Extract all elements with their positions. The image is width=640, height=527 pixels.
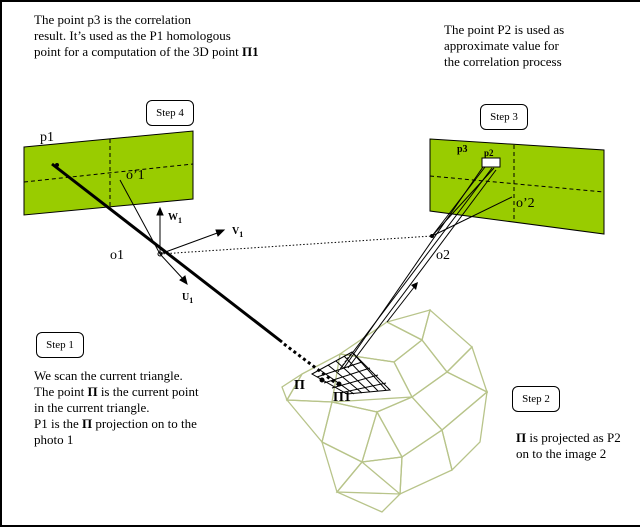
label-pi: Π bbox=[294, 378, 305, 393]
note-line: is projected as P2 bbox=[526, 430, 621, 445]
image-plane-2-hline bbox=[429, 175, 605, 193]
note-top-right-line: approximate value for bbox=[444, 38, 559, 53]
note-bold: Π bbox=[87, 384, 98, 399]
correlation-window bbox=[481, 157, 501, 168]
label-o-prime-1: o’1 bbox=[126, 168, 145, 183]
point-pi-dot bbox=[319, 377, 325, 383]
current-triangle-hatch bbox=[316, 351, 387, 395]
label-w1: W1 bbox=[168, 212, 182, 225]
note-top-right-line: the correlation process bbox=[444, 54, 562, 69]
note-bottom-right: Π is projected as P2 on to the image 2 bbox=[516, 430, 621, 462]
label-o2: o2 bbox=[436, 248, 450, 263]
projection-ray-1 bbox=[51, 162, 283, 344]
label-w1-sub: 1 bbox=[178, 216, 182, 225]
step-2-box: Step 2 bbox=[512, 386, 560, 412]
label-u1-sub: 1 bbox=[189, 296, 194, 305]
note-bold: Π bbox=[516, 430, 527, 445]
note-line: The point bbox=[34, 384, 88, 399]
label-v1-sub: 1 bbox=[239, 230, 244, 239]
label-o-prime-2: o’2 bbox=[516, 196, 535, 211]
note-top-left-line: The point p3 is the correlation bbox=[34, 12, 192, 27]
note-top-left-line: result. It’s used as the P1 homologous bbox=[34, 28, 231, 43]
note-bottom-left: We scan the current triangle. The point … bbox=[34, 368, 199, 448]
step-4-box: Step 4 bbox=[146, 100, 194, 126]
image-plane-1-hline bbox=[23, 163, 194, 183]
note-line: photo 1 bbox=[34, 432, 74, 447]
step-1-box: Step 1 bbox=[36, 332, 84, 358]
projection-ray-1-dotted bbox=[283, 342, 338, 386]
step-3-box: Step 3 bbox=[480, 104, 528, 130]
point-p1-dot bbox=[55, 163, 59, 167]
note-top-left-line: point for a computation of the 3D point bbox=[34, 44, 242, 59]
projection-rays-2 bbox=[340, 163, 513, 369]
note-top-left-bold: Π1 bbox=[241, 44, 259, 59]
label-v1-main: V bbox=[232, 226, 240, 237]
note-line: is the current point bbox=[97, 384, 199, 399]
note-top-left: The point p3 is the correlation result. … bbox=[34, 12, 259, 60]
label-p1: p1 bbox=[40, 130, 54, 145]
label-w1-main: W bbox=[168, 212, 178, 223]
point-pi1-dot bbox=[336, 381, 342, 387]
label-u1-main: U bbox=[182, 292, 190, 303]
projection-direction-arrowhead bbox=[411, 282, 418, 290]
triangle-mesh bbox=[281, 308, 489, 513]
note-line: in the current triangle. bbox=[34, 400, 150, 415]
label-u1: U1 bbox=[182, 292, 193, 305]
note-top-right: The point P2 is used as approximate valu… bbox=[444, 22, 564, 70]
camera-axes-1 bbox=[119, 179, 226, 286]
note-line: projection on to the bbox=[92, 416, 197, 431]
projection-direction-arrow bbox=[386, 285, 416, 323]
note-top-right-line: The point P2 is used as bbox=[444, 22, 565, 37]
note-line: We scan the current triangle. bbox=[34, 368, 183, 383]
label-p3: p3 bbox=[457, 144, 468, 155]
label-v1: V1 bbox=[232, 226, 243, 239]
label-o1: o1 bbox=[110, 248, 124, 263]
note-line: P1 is the bbox=[34, 416, 83, 431]
label-pi1: Π1 bbox=[333, 390, 351, 405]
note-bold: Π bbox=[82, 416, 93, 431]
label-p2: p2 bbox=[484, 148, 494, 158]
ray-2-dashed bbox=[337, 351, 353, 373]
note-line: on to the image 2 bbox=[516, 446, 607, 461]
image-plane-2 bbox=[429, 138, 605, 235]
